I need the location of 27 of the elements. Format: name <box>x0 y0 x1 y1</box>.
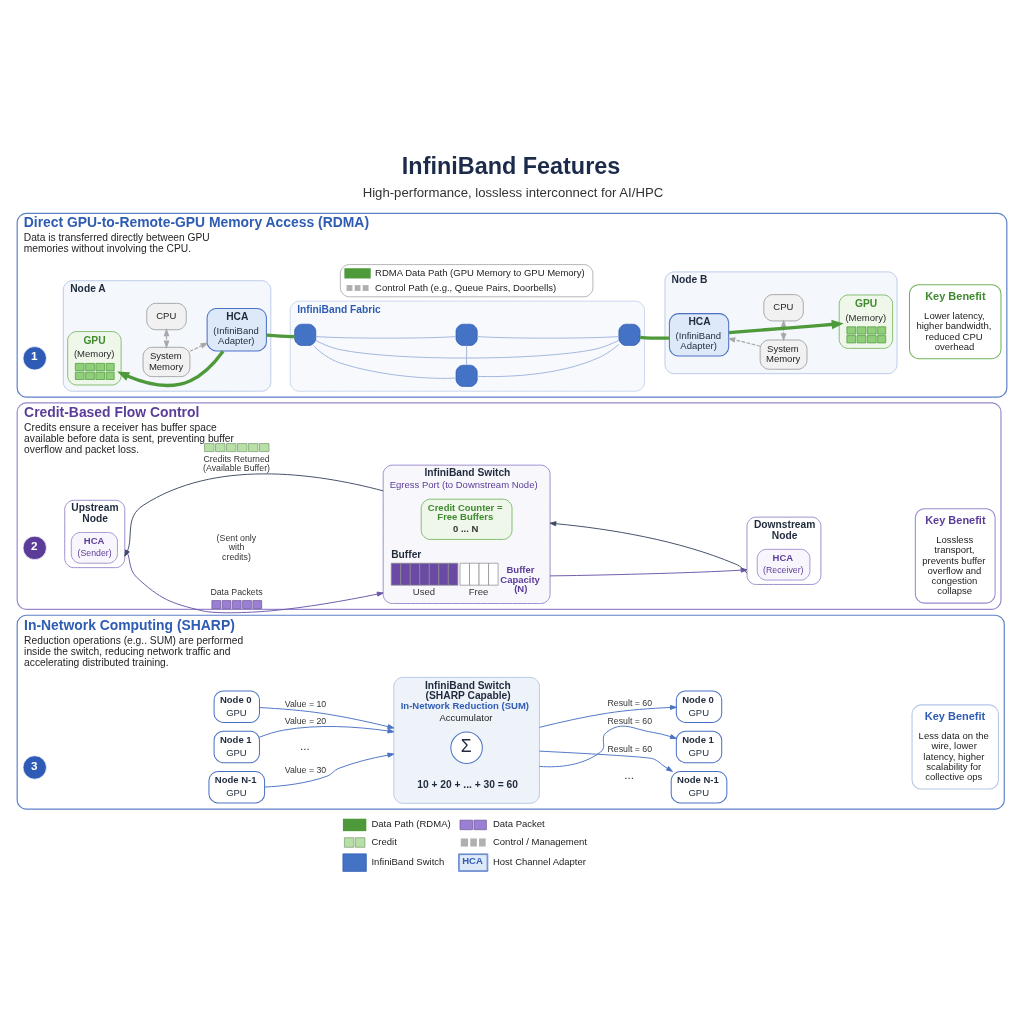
edge-label: Data Packets <box>210 587 263 598</box>
legend-label: Data Path (RDMA) <box>371 818 451 830</box>
legend-label: Credit <box>371 835 397 847</box>
label: (Sent only with credits) <box>216 532 257 562</box>
edge-label: Value = 30 <box>284 765 327 776</box>
node-label: Used <box>412 586 435 598</box>
edge-label: Result = 60 <box>607 715 653 726</box>
edge-label: Result = 60 <box>607 744 653 755</box>
edge-label: Result = 60 <box>607 698 653 709</box>
legend-label: Control Path (e.g., Queue Pairs, Doorbells) <box>375 281 557 293</box>
label: ... <box>624 768 635 782</box>
caption: High-performance, lossless interconnect for AI/HPC <box>362 184 664 200</box>
node-label: Buffer <box>391 548 422 560</box>
edge-label: Credits Returned (Available Buffer) <box>203 453 271 474</box>
legend-label: RDMA Data Path (GPU Memory to GPU Memory) <box>375 266 585 278</box>
legend-label: Host Channel Adapter <box>492 856 586 868</box>
legend-label: InfiniBand Switch <box>371 856 445 868</box>
node-label: 10 + 20 + ... + 30 = 60 <box>417 778 518 790</box>
legend-label: Control / Management <box>492 835 587 847</box>
diagram-title: InfiniBand Features <box>401 152 621 179</box>
edge-label: Value = 20 <box>284 716 327 727</box>
edge-label: Value = 10 <box>284 698 327 709</box>
node-label: Free <box>468 586 489 598</box>
label: ... <box>300 739 310 753</box>
node-label: Buffer Capacity (N) <box>500 564 540 595</box>
legend-label: Data Packet <box>492 818 545 830</box>
label: HCA <box>462 855 483 867</box>
